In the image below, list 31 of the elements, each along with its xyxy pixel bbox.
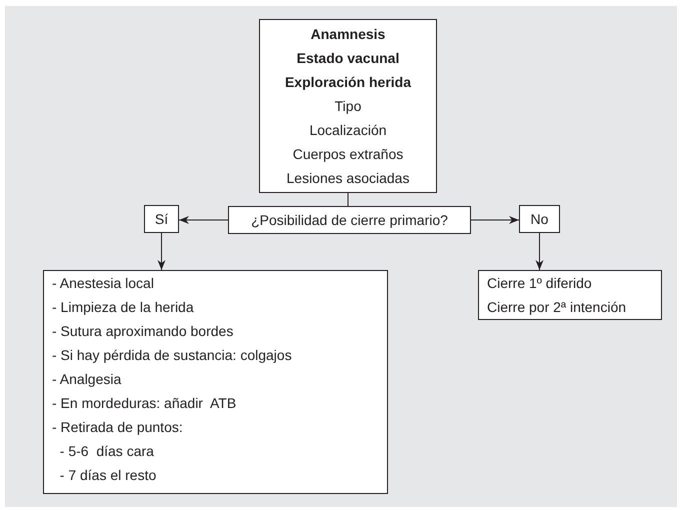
body-text: ¿Posibilidad de cierre primario? <box>250 211 449 230</box>
body-text: - Si hay pérdida de sustancia: colgajos <box>52 346 293 365</box>
heading-text: Estado vacunal <box>296 49 400 68</box>
treatment-box <box>43 270 388 494</box>
arrow <box>536 232 544 270</box>
body-text: Cierre 1º diferido <box>487 274 593 293</box>
arrow <box>158 232 166 270</box>
body-text: Localización <box>308 121 388 140</box>
body-text: - Sutura aproximando bordes <box>52 322 234 341</box>
body-text: Lesiones asociadas <box>286 169 410 188</box>
body-text: Tipo <box>334 97 362 116</box>
heading-text: Anamnesis <box>310 25 386 44</box>
body-text: Sí <box>154 210 170 229</box>
answer-box <box>519 205 560 233</box>
arrow <box>178 216 228 224</box>
arrow <box>470 216 520 224</box>
body-text: - Analgesia <box>52 370 122 389</box>
body-text: - Retirada de puntos: <box>52 418 184 437</box>
body-text: - En mordeduras: añadir ATB <box>52 394 238 413</box>
body-text: Cuerpos extraños <box>292 145 404 164</box>
heading-text: Exploración herida <box>284 73 412 92</box>
body-text: - Limpieza de la herida <box>52 298 195 317</box>
body-text: Cierre por 2ª intención <box>487 298 628 317</box>
answer-box <box>144 205 179 233</box>
body-text: - Anestesia local <box>52 274 155 293</box>
treatment-box <box>478 270 662 320</box>
assessment-box <box>259 19 437 193</box>
body-text: No <box>530 210 550 229</box>
body-text: - 7 días el resto <box>58 466 158 485</box>
body-text: - 5-6 días cara <box>58 442 155 461</box>
decision-box <box>228 206 471 234</box>
